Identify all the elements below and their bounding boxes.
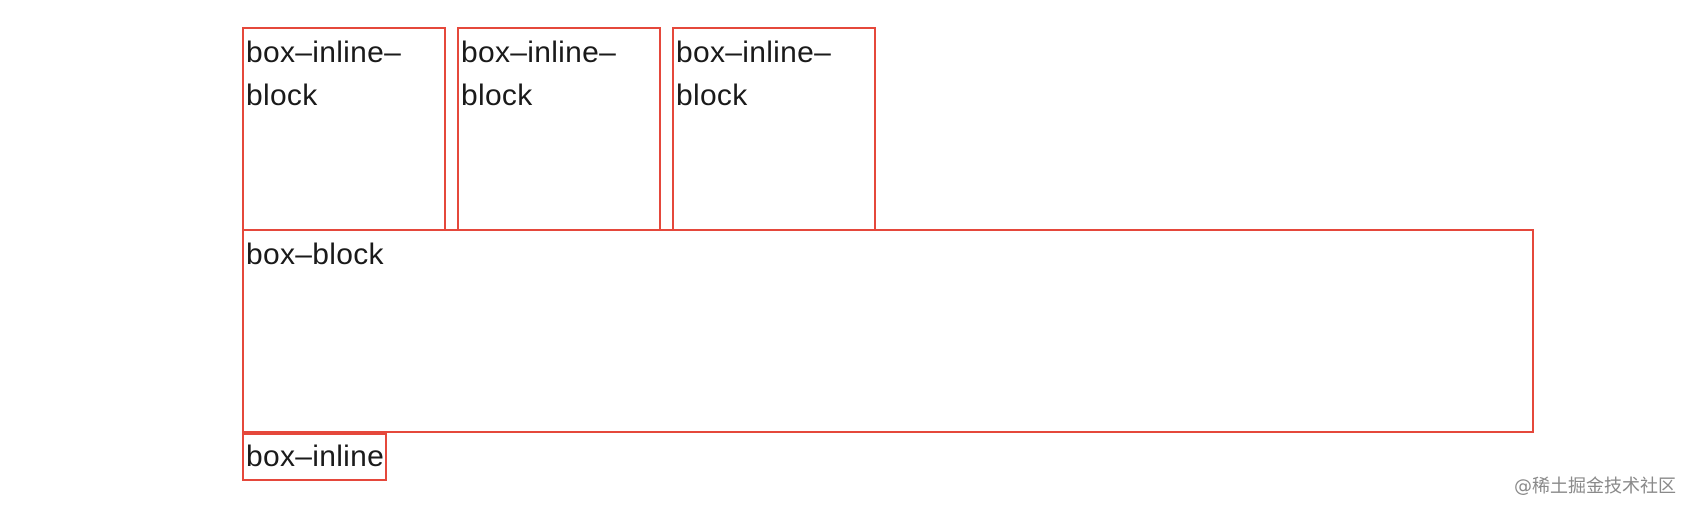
watermark-text: @稀土掘金技术社区 [1514,476,1676,497]
inline-block-box: box–inline–block [242,27,446,231]
inline-block-box: box–inline–block [457,27,661,231]
inline-block-box: box–inline–block [672,27,876,231]
inline-block-row: box–inline–blockbox–inline–blockbox–inli… [242,27,1534,231]
layout-demo-area: box–inline–blockbox–inline–blockbox–inli… [242,27,1534,481]
inline-row: box–inline [242,433,1534,481]
block-box: box–block [242,229,1534,433]
inline-box: box–inline [242,433,388,481]
